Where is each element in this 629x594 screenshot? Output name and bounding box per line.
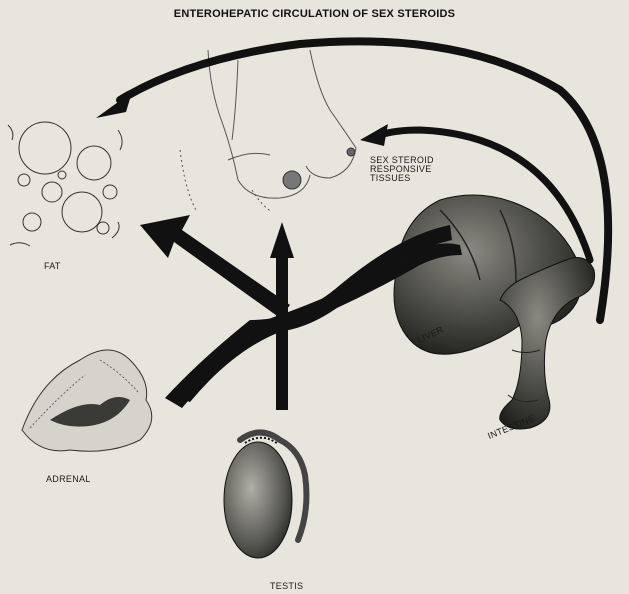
label-line: TISSUES bbox=[370, 174, 434, 183]
intestine-illustration bbox=[500, 258, 595, 429]
label-adrenal: ADRENAL bbox=[46, 475, 91, 484]
label-sex-steroid-tissues: SEX STEROID RESPONSIVE TISSUES bbox=[370, 156, 434, 183]
label-testis: TESTIS bbox=[270, 582, 303, 591]
diagram-title: ENTEROHEPATIC CIRCULATION OF SEX STEROID… bbox=[0, 8, 629, 20]
testis-illustration bbox=[224, 433, 306, 559]
adrenal-gland-illustration bbox=[22, 350, 152, 451]
label-fat: FAT bbox=[44, 262, 61, 271]
breast-illustration bbox=[180, 50, 356, 212]
fat-tissue-illustration bbox=[8, 122, 122, 246]
